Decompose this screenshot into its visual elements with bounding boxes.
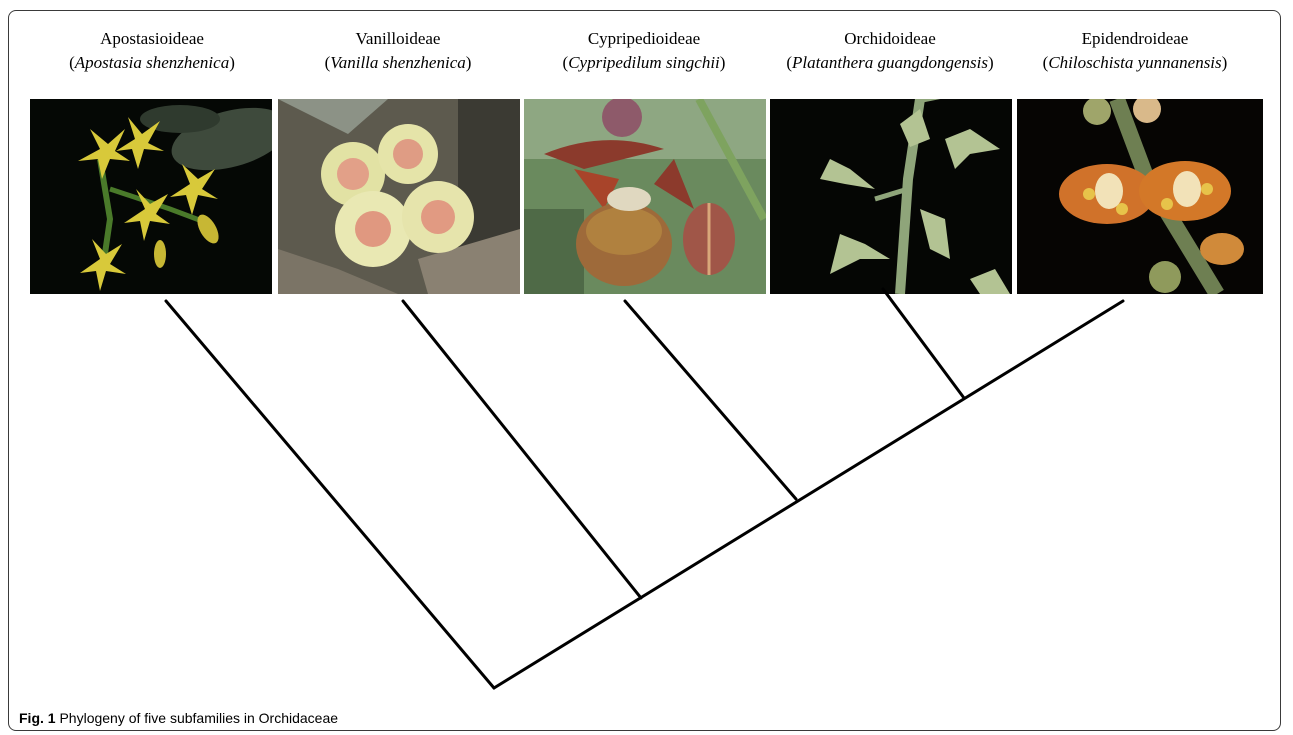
branch-orchidoideae	[883, 289, 964, 398]
branch-cypripedioideae	[625, 301, 796, 499]
figure-caption: Fig. 1 Phylogeny of five subfamilies in …	[19, 710, 338, 726]
spine-to-epidendroideae	[494, 301, 1123, 688]
caption-label: Fig. 1	[19, 710, 56, 726]
caption-text: Phylogeny of five subfamilies in Orchida…	[59, 710, 338, 726]
branch-vanilloideae	[403, 301, 641, 598]
phylogeny-tree	[9, 11, 1281, 731]
figure-frame: Apostasioideae (Apostasia shenzhenica) V…	[8, 10, 1281, 731]
branch-apostasioideae	[166, 301, 494, 688]
